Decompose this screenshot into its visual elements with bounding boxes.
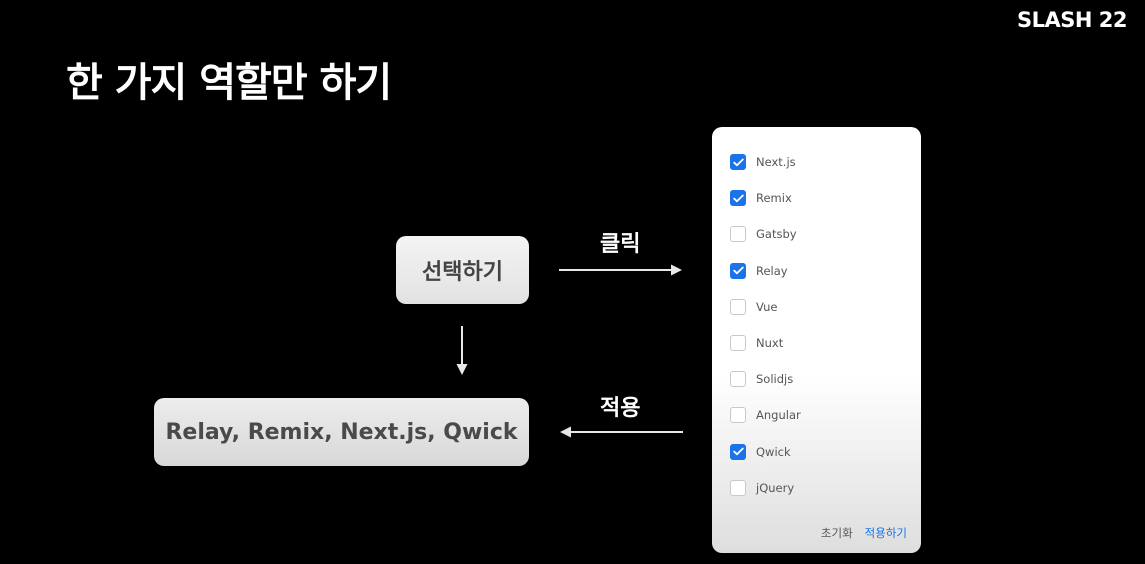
arrow-to-result [560,426,683,438]
checkbox-checked[interactable] [730,443,746,460]
option-solidjs[interactable]: Solidjs [730,369,793,389]
check-icon [732,158,744,166]
option-angular[interactable]: Angular [730,405,801,425]
reset-button[interactable]: 초기화 [820,526,853,540]
brand-logo: SLASH 22 [1017,8,1128,32]
check-icon [732,194,744,202]
click-label: 클릭 [600,232,641,257]
option-label: Angular [756,408,801,423]
slide-title: 한 가지 역할만 하기 [66,60,392,106]
apply-button[interactable]: 적용하기 [864,526,907,540]
option-remix[interactable]: Remix [730,188,792,208]
option-next-js[interactable]: Next.js [730,152,796,172]
option-label: Vue [756,299,778,314]
check-icon [732,266,744,275]
option-label: Remix [756,191,792,206]
option-relay[interactable]: Relay [730,261,788,281]
arrow-to-panel [559,264,682,276]
option-label: jQuery [756,480,795,495]
checkbox-checked[interactable] [730,262,746,279]
option-label: Nuxt [756,336,784,350]
check-icon [732,447,744,456]
checkbox-unchecked[interactable] [730,298,746,315]
checkbox-unchecked[interactable] [730,407,746,424]
checkbox-checked[interactable] [730,154,746,170]
checkbox-unchecked[interactable] [730,335,746,351]
option-gatsby[interactable]: Gatsby [730,224,797,244]
checkbox-unchecked[interactable] [730,226,746,243]
option-label: Gatsby [756,227,797,242]
option-qwick[interactable]: Qwick [730,442,791,462]
checkbox-unchecked[interactable] [730,479,746,496]
select-box: 선택하기 [396,236,529,304]
option-label: Relay [756,263,788,278]
option-jquery[interactable]: jQuery [730,478,794,498]
result-box: Relay, Remix, Next.js, Qwick [154,398,529,466]
panel-footer: 초기화 적용하기 [821,525,907,541]
option-label: Next.js [756,155,796,169]
option-label: Qwick [756,444,791,459]
option-vue[interactable]: Vue [730,297,777,317]
option-label: Solidjs [756,372,794,387]
apply-label: 적용 [600,396,641,421]
checkbox-unchecked[interactable] [730,371,746,388]
option-nuxt[interactable]: Nuxt [730,333,783,353]
arrow-down [456,326,468,375]
checkbox-checked[interactable] [730,190,746,207]
